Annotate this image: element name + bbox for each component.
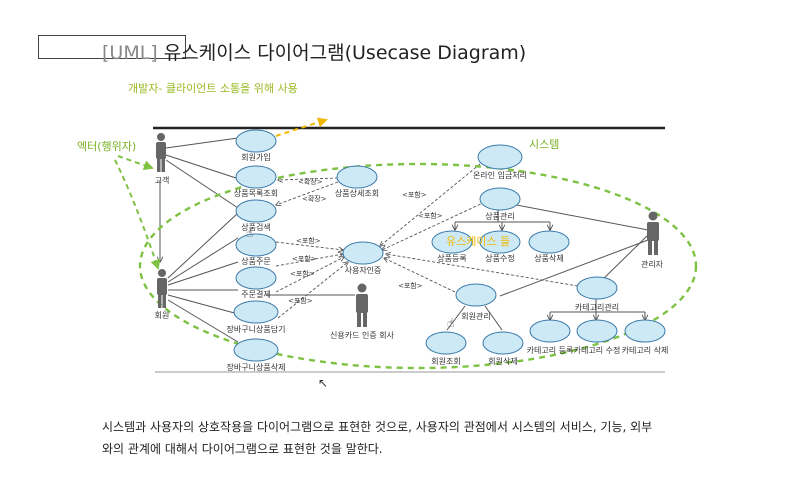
- include-label-7: <포함>: [398, 281, 423, 290]
- usecase-arrow: [275, 117, 328, 137]
- label-category-delete: 카테고리 삭제: [622, 345, 669, 355]
- usecase-member-view: [425, 331, 467, 355]
- label-order-payment: 주문결제: [241, 289, 270, 299]
- label-user-auth: 사용자인증: [345, 265, 382, 275]
- system-annotation: 시스템: [529, 138, 560, 151]
- hand-cursor-icon-2: ☝: [447, 316, 455, 330]
- include-label-6: <포함>: [418, 211, 443, 220]
- usecase-join: [235, 129, 277, 153]
- extend-label-1: <확장>: [298, 177, 323, 186]
- label-cart-add: 장바구니상품담기: [227, 324, 286, 334]
- usecase-category-mgmt: [576, 276, 618, 300]
- usecase-product-list: [235, 165, 277, 189]
- usecase-ellipses: [233, 129, 666, 362]
- include-label-4: <포함>: [288, 296, 313, 305]
- include-label-3: <포함>: [290, 269, 315, 278]
- label-member-mgmt: 회원관리: [461, 311, 490, 321]
- actor-admin-label: 관리자: [641, 259, 664, 269]
- hand-cursor-icon: ☝: [246, 226, 254, 240]
- usecase-order-payment: [235, 266, 277, 290]
- usecase-product-detail: [336, 165, 378, 189]
- usecase-labels: 회원가입 상품목록조회 상품상세조회 상품검색 상품주문 주문결제 장바구니상품…: [227, 153, 669, 372]
- label-member-delete: 회원삭제: [488, 356, 517, 366]
- label-category-register: 카테고리 등록: [527, 346, 574, 355]
- usecase-cart-add: [233, 300, 279, 324]
- usecase-product-order: [235, 233, 277, 257]
- usecase-product-mgmt: [479, 187, 521, 211]
- actor-arrow-member: [114, 159, 161, 270]
- system-boundary: [138, 162, 698, 370]
- actor-annotation: 엑터(행위자): [77, 140, 137, 153]
- usecase-cart-delete: [233, 338, 279, 362]
- title-bracket: [UML]: [102, 42, 158, 64]
- usecase-product-delete: [528, 230, 570, 254]
- title-text: 유스케이스 다이어그램(Usecase Diagram): [157, 42, 527, 64]
- actor-admin-icon: [647, 211, 659, 255]
- label-join: 회원가입: [241, 153, 270, 162]
- usecase-annotation: 유스케이스 들: [446, 235, 511, 248]
- usecase-member-mgmt: [455, 283, 497, 307]
- dependency-lines: [276, 163, 579, 319]
- title-highlight-box: [38, 35, 186, 59]
- actor-card-company-label: 신용카드 인증 회사: [330, 330, 395, 340]
- label-product-register: 상품등록: [437, 253, 466, 263]
- actor-member-label: 회원: [155, 311, 170, 320]
- label-category-edit: 카테고리 수정: [574, 345, 621, 355]
- usecase-product-register: [431, 230, 473, 254]
- usecase-online-stock: [477, 144, 523, 170]
- label-cart-delete: 장바구니상품삭제: [227, 362, 286, 372]
- page-title: [UML] 유스케이스 다이어그램(Usecase Diagram): [102, 38, 526, 65]
- label-product-detail: 상품상세조회: [335, 188, 379, 198]
- label-category-mgmt: 카테고리관리: [575, 302, 619, 312]
- label-product-edit: 상품수정: [485, 253, 514, 263]
- label-product-order: 상품주문: [241, 256, 270, 266]
- relation-labels: <확장> <확장> <포함> <포함> <포함> <포함> <포함> <포함> …: [288, 177, 443, 305]
- extend-label-2: <확장>: [302, 194, 327, 203]
- usecase-product-search: [235, 199, 277, 223]
- usecase-user-auth: [342, 241, 384, 265]
- usecase-product-edit: [479, 230, 521, 254]
- label-member-view: 회원조회: [431, 357, 460, 366]
- actors: [156, 133, 659, 327]
- label-product-delete: 상품삭제: [534, 253, 563, 263]
- actor-member-icon: [157, 269, 167, 308]
- actor-guest-label: 고객: [155, 175, 170, 185]
- description-line-2: 와의 관계에 대해서 다이어그램으로 표현한 것을 말한다.: [102, 442, 383, 456]
- label-product-mgmt: 상품관리: [485, 211, 514, 221]
- include-label-1: <포함>: [296, 236, 321, 245]
- pointer-cursor-icon: ↖: [318, 376, 329, 390]
- include-label-5: <포함>: [402, 190, 427, 199]
- usecase-member-delete: [482, 331, 524, 355]
- description: 시스템과 사용자의 상호작용을 다이어그램으로 표현한 것으로, 사용자의 관점…: [102, 416, 722, 460]
- description-line-1: 시스템과 사용자의 상호작용을 다이어그램으로 표현한 것으로, 사용자의 관점…: [102, 420, 653, 434]
- developer-client-note: 개발자- 클라이언트 소통을 위해 사용: [128, 82, 298, 95]
- actor-labels: 고객 회원 신용카드 인증 회사 관리자: [155, 175, 664, 340]
- actor-guest-icon: [156, 133, 166, 172]
- label-product-search: 상품검색: [241, 222, 270, 232]
- actor-card-company-icon: [356, 283, 368, 327]
- association-lines: [160, 137, 649, 343]
- label-online-stock: 온라인 입금처리: [473, 170, 527, 180]
- title-area: [UML] 유스케이스 다이어그램(Usecase Diagram): [0, 0, 786, 80]
- include-label-2: <포함>: [292, 254, 317, 263]
- label-product-list: 상품목록조회: [234, 188, 278, 198]
- usecase-category-delete: [624, 319, 666, 343]
- actor-arrow-guest: [117, 155, 154, 171]
- usecase-category-register: [529, 319, 571, 343]
- usecase-category-edit: [576, 319, 618, 343]
